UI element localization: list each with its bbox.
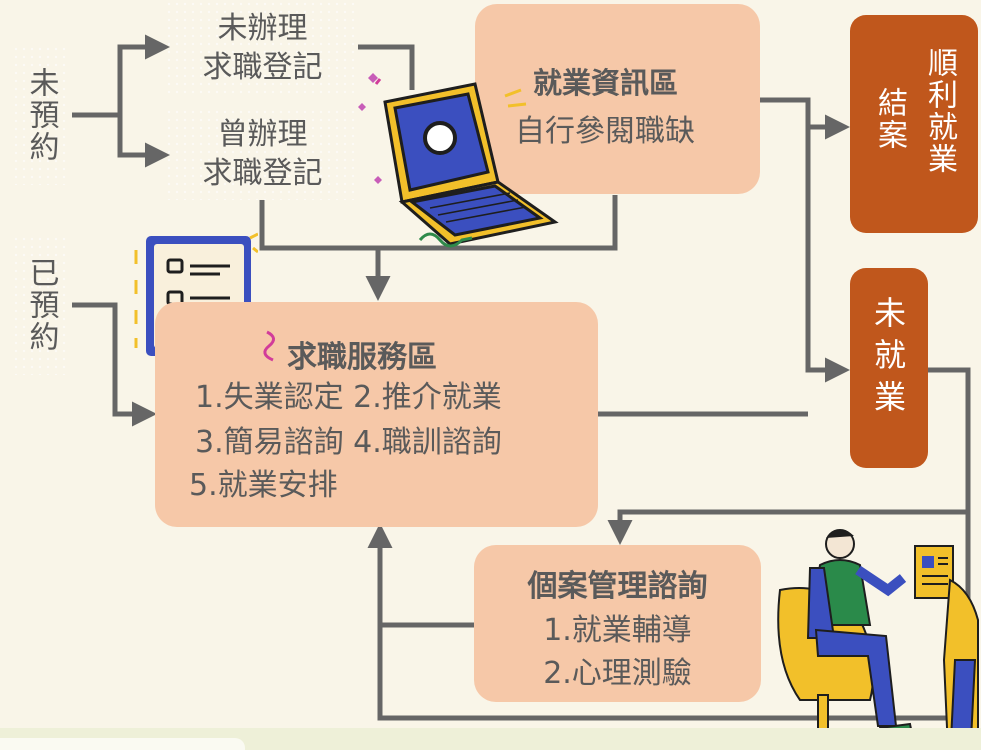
arrow-to-not-employed xyxy=(805,127,850,383)
not-employed-box: 未就業 xyxy=(850,268,928,468)
case-mgmt-line1: 1.就業輔導 xyxy=(543,613,692,648)
bottom-strip-tab xyxy=(0,738,245,750)
label-booked-text: 已預約 xyxy=(23,257,59,353)
service-area-box: 求職服務區 1.失業認定 2.推介就業 3.簡易諮詢 4.職訓諮詢 5.就業安排 xyxy=(155,302,598,527)
arrow-to-registered xyxy=(117,115,170,168)
info-area-subtitle: 自行參閱職缺 xyxy=(515,114,695,149)
employed-box: 順利就業 結案 xyxy=(850,15,978,233)
laptop-icon xyxy=(358,73,559,248)
case-mgmt-line2: 2.心理測驗 xyxy=(543,656,692,691)
arrow-booked xyxy=(72,302,157,427)
pink-squiggle-icon xyxy=(263,330,275,362)
arrow-info-right xyxy=(760,97,850,140)
bottom-strip xyxy=(0,728,981,750)
not-registered-box: 未辦理 求職登記 xyxy=(165,0,360,95)
arrow-notreg-right xyxy=(358,44,415,90)
employed-col-2: 結案 xyxy=(872,87,907,151)
label-not-booked-text: 未預約 xyxy=(23,67,59,163)
registered-line2: 求職登記 xyxy=(202,156,323,191)
registered-line1: 曾辦理 xyxy=(217,117,308,152)
case-mgmt-title: 個案管理諮詢 xyxy=(527,569,708,604)
case-mgmt-box: 個案管理諮詢 1.就業輔導 2.心理測驗 xyxy=(474,545,761,702)
service-area-line3: 5.就業安排 xyxy=(189,468,338,503)
registered-box: 曾辦理 求職登記 xyxy=(165,108,360,200)
employed-col-1: 順利就業 xyxy=(922,47,957,175)
not-registered-line2: 求職登記 xyxy=(202,49,323,85)
info-area-title: 就業資訊區 xyxy=(533,66,679,100)
label-not-booked: 未預約 xyxy=(12,45,70,185)
info-area-box: 就業資訊區 自行參閱職缺 xyxy=(475,4,760,194)
arrow-reg-down xyxy=(259,195,618,251)
label-booked: 已預約 xyxy=(12,235,70,375)
service-area-title: 求職服務區 xyxy=(287,340,437,375)
counseling-people-illustration xyxy=(777,529,979,750)
not-employed-text: 未就業 xyxy=(869,296,907,422)
service-area-line1: 1.失業認定 2.推介就業 xyxy=(195,380,502,415)
arrow-to-not-registered xyxy=(117,34,170,115)
service-area-line2: 3.簡易諮詢 4.職訓諮詢 xyxy=(195,425,502,460)
not-registered-line1: 未辦理 xyxy=(217,10,308,46)
